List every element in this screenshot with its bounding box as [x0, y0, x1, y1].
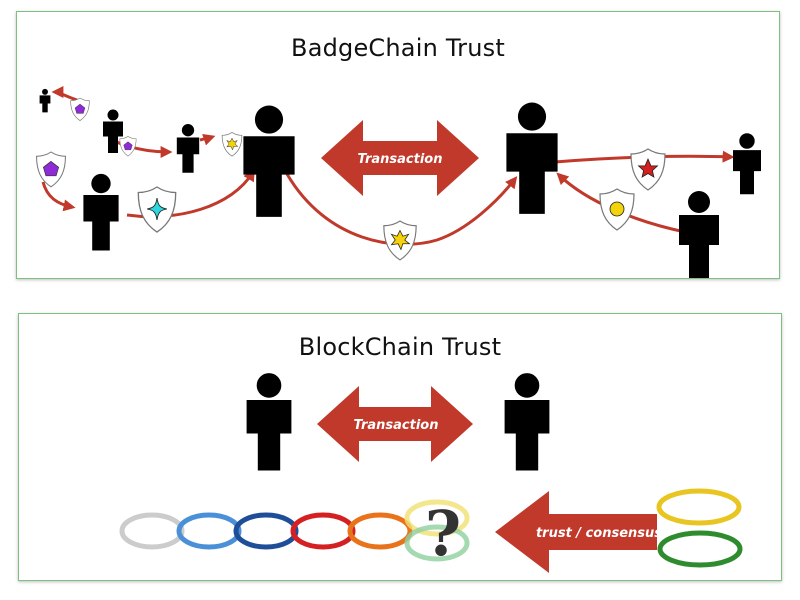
- burst-badge-icon: [383, 220, 417, 261]
- person-icon: [83, 173, 119, 251]
- person-icon: [679, 191, 719, 278]
- ring-icon: [290, 512, 356, 550]
- person-icon: [243, 105, 295, 217]
- ring-icon: [347, 512, 413, 550]
- blockchain-panel: BlockChain Trust Transaction ?: [18, 313, 782, 581]
- pentagon-badge-icon: [119, 136, 137, 157]
- person-icon: [504, 373, 550, 471]
- question-mark: ?: [425, 497, 461, 570]
- badgechain-diagram: Transaction: [36, 86, 761, 278]
- panel-title: BlockChain Trust: [298, 333, 502, 361]
- transaction-arrow: Transaction: [317, 386, 473, 462]
- ring-icon: [656, 488, 742, 526]
- circle-badge-icon: [599, 188, 635, 231]
- ring-icon: [657, 530, 743, 568]
- person-icon: [733, 133, 761, 195]
- ring-icon: [176, 512, 242, 550]
- person-icon: [103, 109, 123, 153]
- transaction-label: Transaction: [358, 152, 443, 167]
- person-icon: [39, 88, 51, 113]
- transaction-arrow: Transaction: [321, 120, 479, 196]
- panel-title: BadgeChain Trust: [291, 34, 505, 62]
- pentagon-badge-icon: [70, 97, 90, 121]
- person-icon: [506, 102, 558, 214]
- ring-icon: [404, 524, 470, 562]
- person-icon: [176, 124, 200, 173]
- trust-paths: [41, 86, 735, 246]
- blockchain-diagram: Transaction ? trust / consensus: [119, 373, 743, 573]
- trust-consensus-arrow: trust / consensus: [495, 491, 662, 573]
- sparkle-badge-icon: [137, 186, 177, 233]
- ring-icon: [233, 512, 299, 550]
- pentagon-badge-icon: [36, 151, 66, 188]
- blockchain-chain: [119, 499, 470, 562]
- person-icon: [246, 373, 292, 471]
- transaction-label: Transaction: [354, 418, 439, 433]
- badgechain-panel: BadgeChain Trust: [16, 11, 780, 279]
- burst-badge-icon: [221, 132, 243, 157]
- trust-consensus-label: trust / consensus: [536, 526, 662, 541]
- ring-icon: [119, 512, 185, 550]
- star-badge-icon: [630, 148, 666, 191]
- ring-icon: [404, 499, 470, 537]
